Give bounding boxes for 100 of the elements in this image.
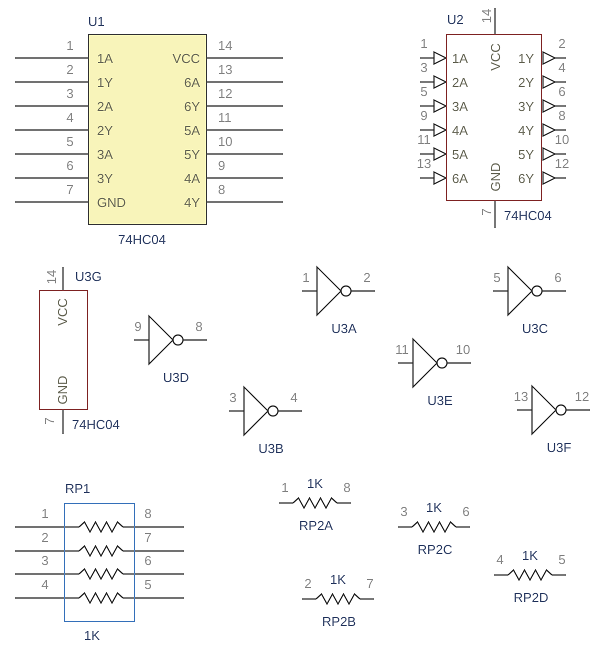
component-label: RP1 [65, 482, 90, 496]
pin-number: 8 [343, 481, 351, 495]
component-label: U3F [546, 441, 572, 455]
pin-number: 13 [416, 157, 432, 171]
pin-number: 6 [144, 554, 152, 568]
pin-number: 7 [144, 531, 152, 545]
pin-number: 14 [45, 270, 59, 284]
ic-body [446, 34, 542, 201]
pin-number: 10 [456, 343, 470, 357]
pin-name: 2A [452, 76, 468, 90]
component-label: U3G [75, 270, 102, 284]
component-label: RP2A [299, 519, 333, 533]
pin-number: 14 [480, 8, 494, 24]
pin-number: 7 [480, 208, 494, 216]
pin-name: 1Y [518, 52, 534, 66]
pin-number: 11 [218, 111, 232, 125]
pin-number: 3 [229, 391, 237, 405]
pin-number: 7 [43, 417, 57, 425]
component-label: RP2C [418, 543, 452, 557]
pin-number: 3 [66, 87, 74, 101]
pin-name: 5A [452, 148, 468, 162]
pin-number: 6 [66, 159, 74, 173]
pin-name: 5Y [184, 148, 200, 162]
pin-name: 6Y [184, 100, 200, 114]
pin-name: VCC [56, 298, 70, 326]
resistance-value: 1K [330, 573, 346, 587]
component-label: U2 [447, 13, 464, 27]
pin-number: 12 [554, 157, 570, 171]
component-label: U3E [427, 394, 453, 408]
pin-number: 3 [400, 505, 408, 519]
pin-name: 1A [97, 52, 113, 66]
component-label: RP2D [514, 591, 548, 605]
pin-number: 5 [493, 271, 501, 285]
pin-name: 4A [452, 124, 468, 138]
pin-name: 4Y [518, 124, 534, 138]
pin-number: 6 [462, 505, 470, 519]
pin-number: 1 [302, 271, 310, 285]
pin-number: 5 [66, 135, 74, 149]
pin-name: 2Y [97, 124, 113, 138]
pin-number: 8 [195, 320, 203, 334]
pin-number: 4 [290, 391, 298, 405]
pin-name: 3Y [518, 100, 534, 114]
pin-number: 4 [558, 61, 566, 75]
pin-name: 3Y [97, 172, 113, 186]
pin-number: 9 [134, 320, 142, 334]
resistance-value: 1K [522, 549, 538, 563]
pin-number: 8 [218, 183, 226, 197]
pin-number: 7 [66, 183, 74, 197]
pin-number: 13 [218, 63, 232, 77]
pin-number: 9 [420, 109, 428, 123]
pin-number: 7 [366, 577, 374, 591]
pin-name: 6Y [518, 172, 534, 186]
pin-name: GND [489, 162, 503, 192]
pin-number: 2 [41, 531, 49, 545]
pin-number: 5 [144, 578, 152, 592]
pin-number: 2 [363, 271, 371, 285]
ic-body [88, 34, 207, 225]
resistance-value: 1K [84, 629, 100, 643]
pin-number: 11 [395, 343, 409, 357]
pin-number: 9 [218, 159, 226, 173]
pin-name: 6A [452, 172, 468, 186]
pin-number: 10 [218, 135, 232, 149]
component-label: U1 [88, 15, 105, 29]
pin-number: 11 [417, 133, 431, 147]
ic-body [39, 290, 88, 410]
component-label: RP2B [322, 615, 356, 629]
resistance-value: 1K [307, 477, 323, 491]
pin-number: 1 [41, 507, 49, 521]
pin-name: 3A [97, 148, 113, 162]
pin-name: GND [97, 196, 126, 210]
pin-number: 1 [66, 39, 74, 53]
pin-name: 3A [452, 100, 468, 114]
pin-name: 5A [184, 124, 200, 138]
pin-number: 13 [514, 390, 528, 404]
pin-number: 2 [66, 63, 74, 77]
pin-number: 6 [554, 271, 562, 285]
part-number: 74HC04 [72, 418, 120, 432]
pin-name: VCC [489, 43, 503, 71]
pin-name: 2A [97, 100, 113, 114]
pin-number: 3 [420, 61, 428, 75]
pin-number: 14 [218, 39, 232, 53]
pin-name: VCC [172, 52, 200, 66]
pin-number: 5 [558, 553, 566, 567]
component-label: U3B [258, 442, 284, 456]
pin-name: 5Y [518, 148, 534, 162]
pin-number: 5 [420, 85, 428, 99]
pin-number: 10 [554, 133, 570, 147]
component-label: U3A [331, 322, 357, 336]
pin-number: 8 [558, 109, 566, 123]
part-number: 74HC04 [118, 233, 166, 247]
pin-name: 4A [184, 172, 200, 186]
pin-number: 3 [41, 554, 49, 568]
component-label: U3D [163, 371, 189, 385]
pin-name: 1Y [97, 76, 113, 90]
pin-name: 2Y [518, 76, 534, 90]
pin-number: 8 [144, 507, 152, 521]
part-number: 74HC04 [504, 209, 552, 223]
pin-name: 4Y [184, 196, 200, 210]
pin-number: 4 [496, 553, 504, 567]
pin-number: 1 [420, 37, 428, 51]
